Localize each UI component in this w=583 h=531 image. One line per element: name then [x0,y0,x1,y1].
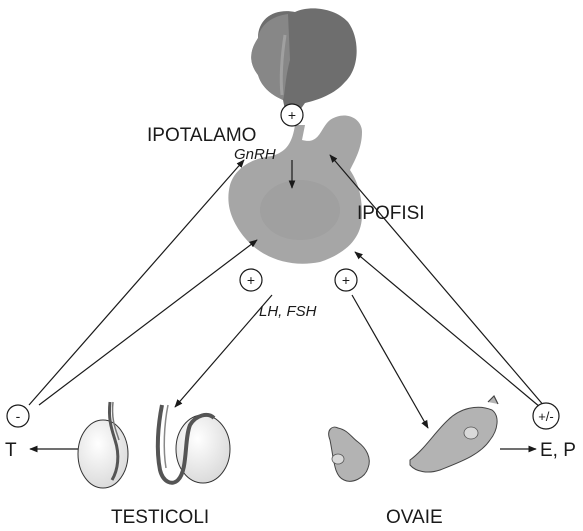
label-testes: TESTICOLI [111,507,209,528]
label-testosterone: T [5,440,17,461]
sign-plus-fsh: + [342,272,350,288]
label-lh-fsh: LH, FSH [259,303,317,320]
label-estrogen-progesterone: E, P [540,440,576,461]
testis-right [158,405,230,483]
testes-to-pituitary-arrow [39,240,257,405]
sign-plus-minus-ovaries: +/- [538,409,554,424]
sign-ovaries-feedback: +/- [533,403,559,429]
sign-minus-testes: - [16,408,21,424]
sign-plus-hypothalamus: + [288,107,296,123]
sign-testes-feedback: - [7,405,29,427]
testes-to-hypothalamus-arrow [29,160,244,405]
sign-plus-lh: + [247,272,255,288]
ovaries-to-pituitary-arrow [355,252,540,407]
hypothalamus-shape [251,8,356,110]
lh-to-testes-arrow [175,295,272,407]
label-hypothalamus: IPOTALAMO [147,125,256,146]
sign-lh: + [240,269,262,291]
fsh-to-ovaries-arrow [352,295,428,428]
testis-left [78,402,128,488]
ovary-right [410,396,498,472]
label-ovaries: OVAIE [386,507,443,528]
sign-fsh: + [335,269,357,291]
ovary-left [329,427,370,481]
ovaries-to-hypothalamus-arrow [330,155,545,407]
label-gnrh: GnRH [234,146,276,163]
sign-hypothalamus: + [281,104,303,126]
label-pituitary: IPOFISI [357,203,425,224]
